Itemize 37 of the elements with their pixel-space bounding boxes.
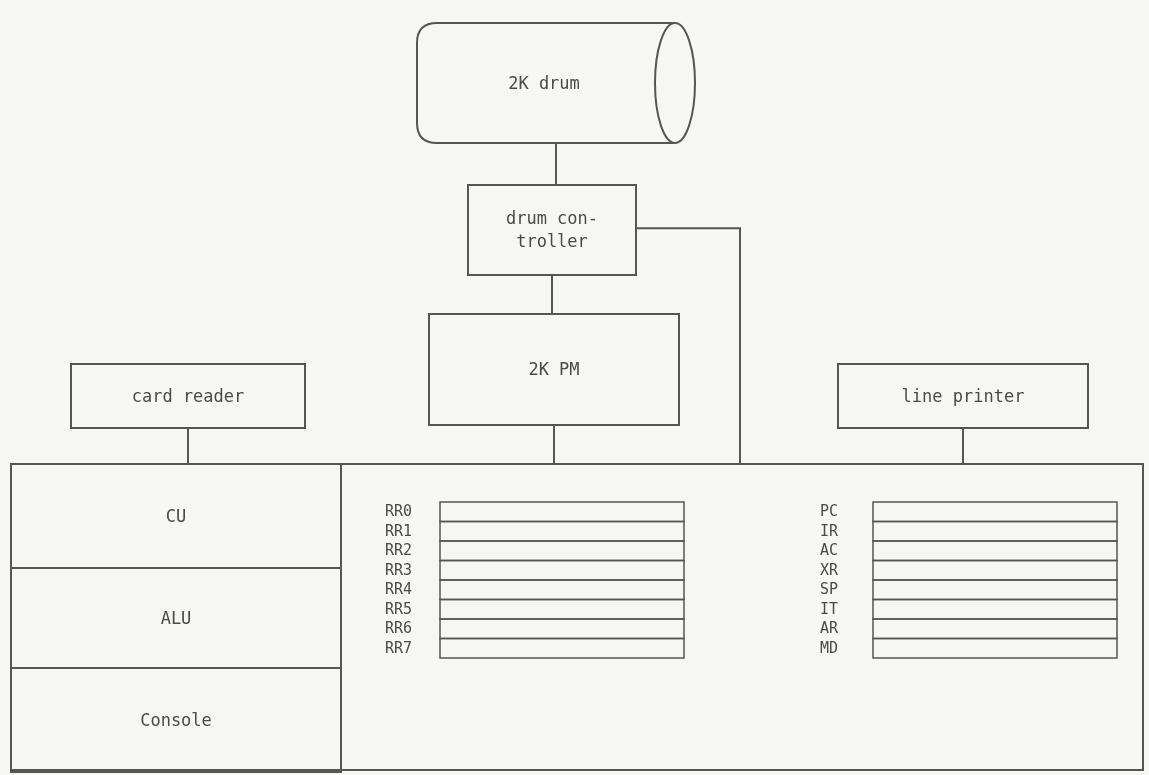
register-name: MD: [820, 638, 839, 657]
node-label: CU: [165, 504, 187, 528]
connector-line: [962, 428, 964, 464]
node-label: 2K PM: [528, 358, 580, 381]
node-label: card reader: [131, 384, 245, 408]
node-label: ALU: [160, 606, 192, 630]
controller-box: [467, 184, 637, 276]
node-label: 2K drum: [508, 71, 580, 95]
connector-line: [187, 428, 189, 464]
register-name: IR: [820, 521, 839, 540]
device-box: [837, 363, 1089, 429]
register-name: RR6: [385, 619, 413, 637]
register-name: IT: [820, 599, 839, 618]
connector-line: [636, 227, 741, 464]
register-name: RR4: [385, 580, 413, 598]
node-label: Console: [140, 708, 212, 732]
register-name: PC: [820, 502, 839, 520]
register-name: AC: [820, 541, 839, 559]
connector-line: [555, 143, 557, 185]
register-name: XR: [820, 560, 839, 579]
unit-box: [10, 667, 342, 773]
register-name: RR5: [385, 599, 413, 618]
register-name: RR7: [385, 638, 413, 657]
register-name: AR: [820, 619, 839, 637]
connector-line: [551, 275, 553, 314]
register-name: RR3: [385, 560, 413, 579]
register-name: RR0: [385, 502, 413, 520]
register-name: SP: [820, 580, 839, 598]
register-name: RR1: [385, 521, 413, 540]
register-name: RR2: [385, 541, 413, 559]
computer-box: [10, 463, 1144, 771]
node-label: drum con- troller: [504, 207, 600, 253]
memory-box: [428, 313, 680, 426]
drum-cylinder: [415, 22, 697, 144]
device-box: [70, 363, 306, 429]
node-label: line printer: [901, 384, 1025, 408]
connector-line: [553, 425, 555, 464]
